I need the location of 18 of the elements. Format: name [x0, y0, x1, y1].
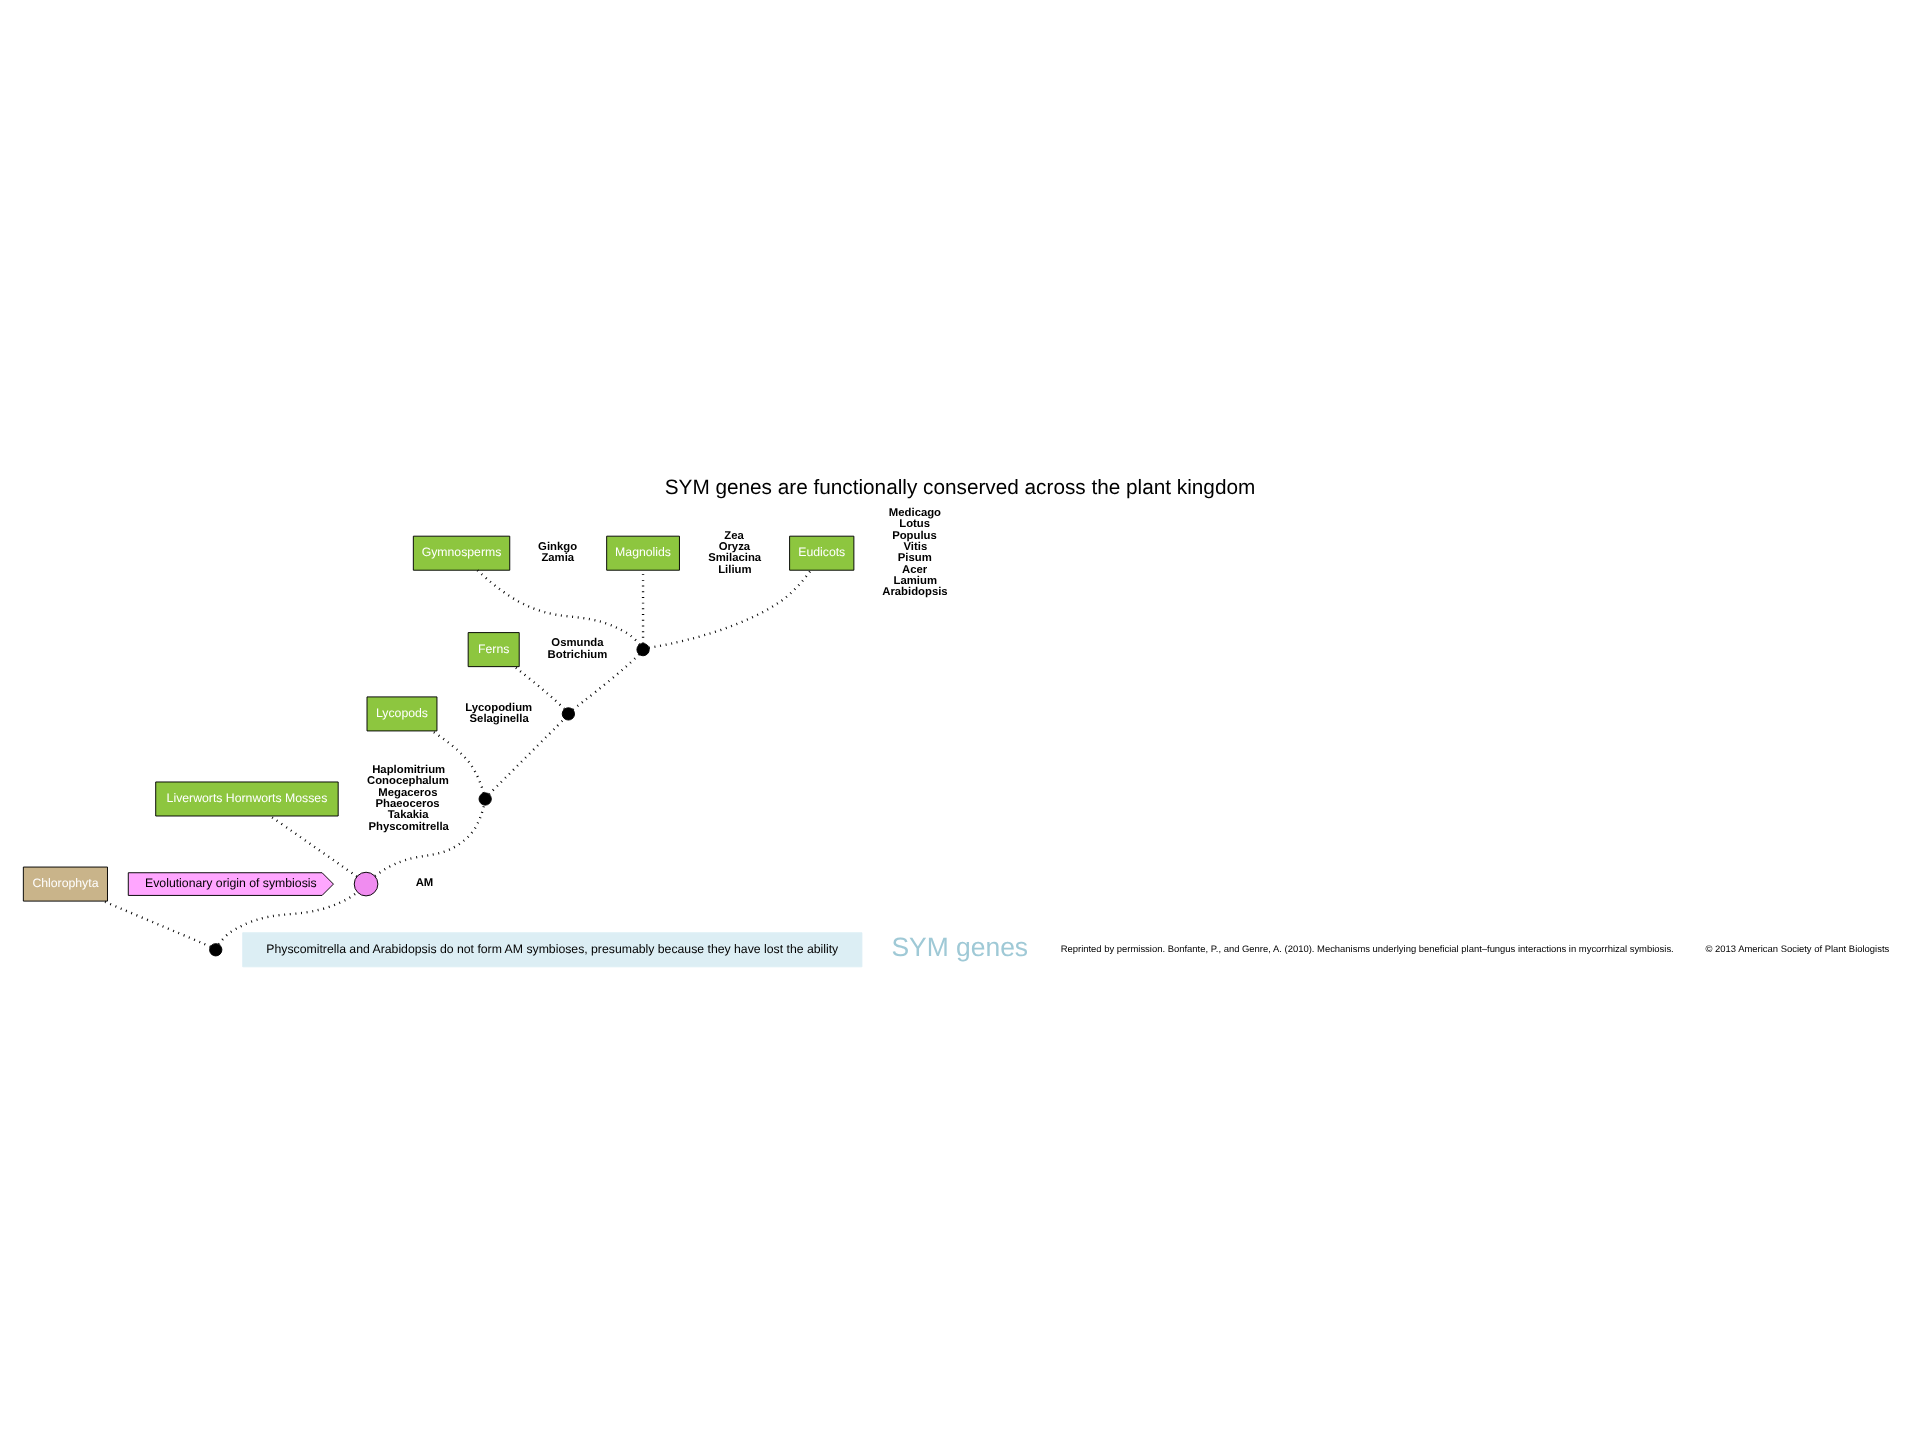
connector — [648, 568, 812, 648]
connector — [431, 729, 485, 793]
node-circle — [353, 870, 379, 896]
diagram-title: SYM genes are functionally conserved across the plant kingdom — [664, 477, 1256, 500]
connector — [103, 899, 211, 947]
label: SYM genes — [891, 931, 1029, 962]
node-circle — [636, 642, 650, 656]
connector — [488, 717, 566, 794]
connector — [641, 569, 645, 643]
connector — [217, 890, 358, 944]
connector — [374, 803, 486, 876]
connector — [269, 814, 358, 877]
node-circle — [478, 791, 492, 805]
node-circle — [209, 942, 223, 956]
connector — [476, 568, 641, 645]
connector — [513, 664, 566, 709]
node-circle — [561, 706, 575, 720]
connector — [572, 652, 640, 710]
